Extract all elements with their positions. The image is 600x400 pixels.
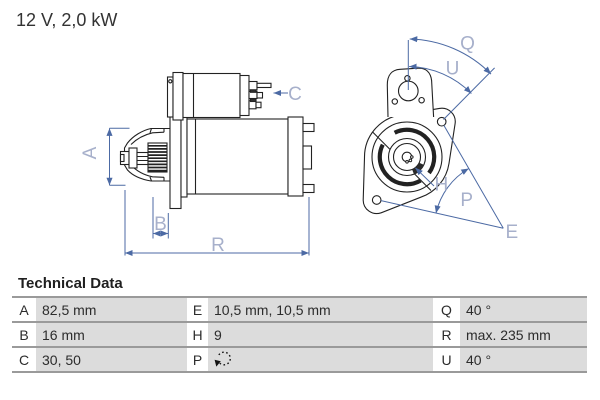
param-value: 82,5 mm bbox=[36, 298, 187, 321]
side-view bbox=[119, 71, 315, 210]
technical-data-heading: Technical Data bbox=[18, 275, 123, 292]
ccw-rotation-icon bbox=[214, 351, 231, 367]
param-value: 10,5 mm, 10,5 mm bbox=[208, 298, 433, 321]
param-value: 30, 50 bbox=[36, 348, 187, 371]
param-value: 40 ° bbox=[460, 348, 587, 371]
dim-label-c: C bbox=[288, 84, 302, 105]
param-key: H bbox=[187, 323, 208, 346]
dim-label-b: B bbox=[154, 214, 167, 235]
param-value: 40 ° bbox=[460, 298, 587, 321]
front-view bbox=[362, 67, 456, 215]
dim-label-p: P bbox=[460, 190, 473, 211]
dim-label-u: U bbox=[446, 59, 460, 80]
param-value: max. 235 mm bbox=[460, 323, 587, 346]
param-value: 16 mm bbox=[36, 323, 187, 346]
dim-label-a: A bbox=[80, 146, 101, 159]
dim-label-r: R bbox=[211, 235, 225, 256]
dim-label-q: Q bbox=[460, 34, 475, 55]
dimension-lines bbox=[106, 36, 504, 257]
param-value: 9 bbox=[208, 323, 433, 346]
param-key: B bbox=[12, 323, 36, 346]
param-key: Q bbox=[433, 298, 460, 321]
param-key: A bbox=[12, 298, 36, 321]
param-key: P bbox=[187, 348, 208, 371]
dimension-labels: A B C R Q U H P E bbox=[80, 34, 518, 257]
param-key: E bbox=[187, 298, 208, 321]
param-key: C bbox=[12, 348, 36, 371]
starter-motor-drawing: A B C R Q U H P E bbox=[80, 34, 518, 257]
table-row: C 30, 50 P U 40 ° bbox=[12, 346, 587, 371]
page-title: 12 V, 2,0 kW bbox=[16, 10, 118, 30]
param-key: U bbox=[433, 348, 460, 371]
param-key: R bbox=[433, 323, 460, 346]
param-value bbox=[208, 348, 433, 371]
dim-label-e: E bbox=[506, 222, 519, 243]
table-row: A 82,5 mm E 10,5 mm, 10,5 mm Q 40 ° bbox=[12, 296, 587, 321]
table-row: B 16 mm H 9 R max. 235 mm bbox=[12, 321, 587, 346]
technical-data-table: A 82,5 mm E 10,5 mm, 10,5 mm Q 40 ° B 16… bbox=[12, 296, 587, 373]
dim-label-h: H bbox=[435, 175, 449, 196]
